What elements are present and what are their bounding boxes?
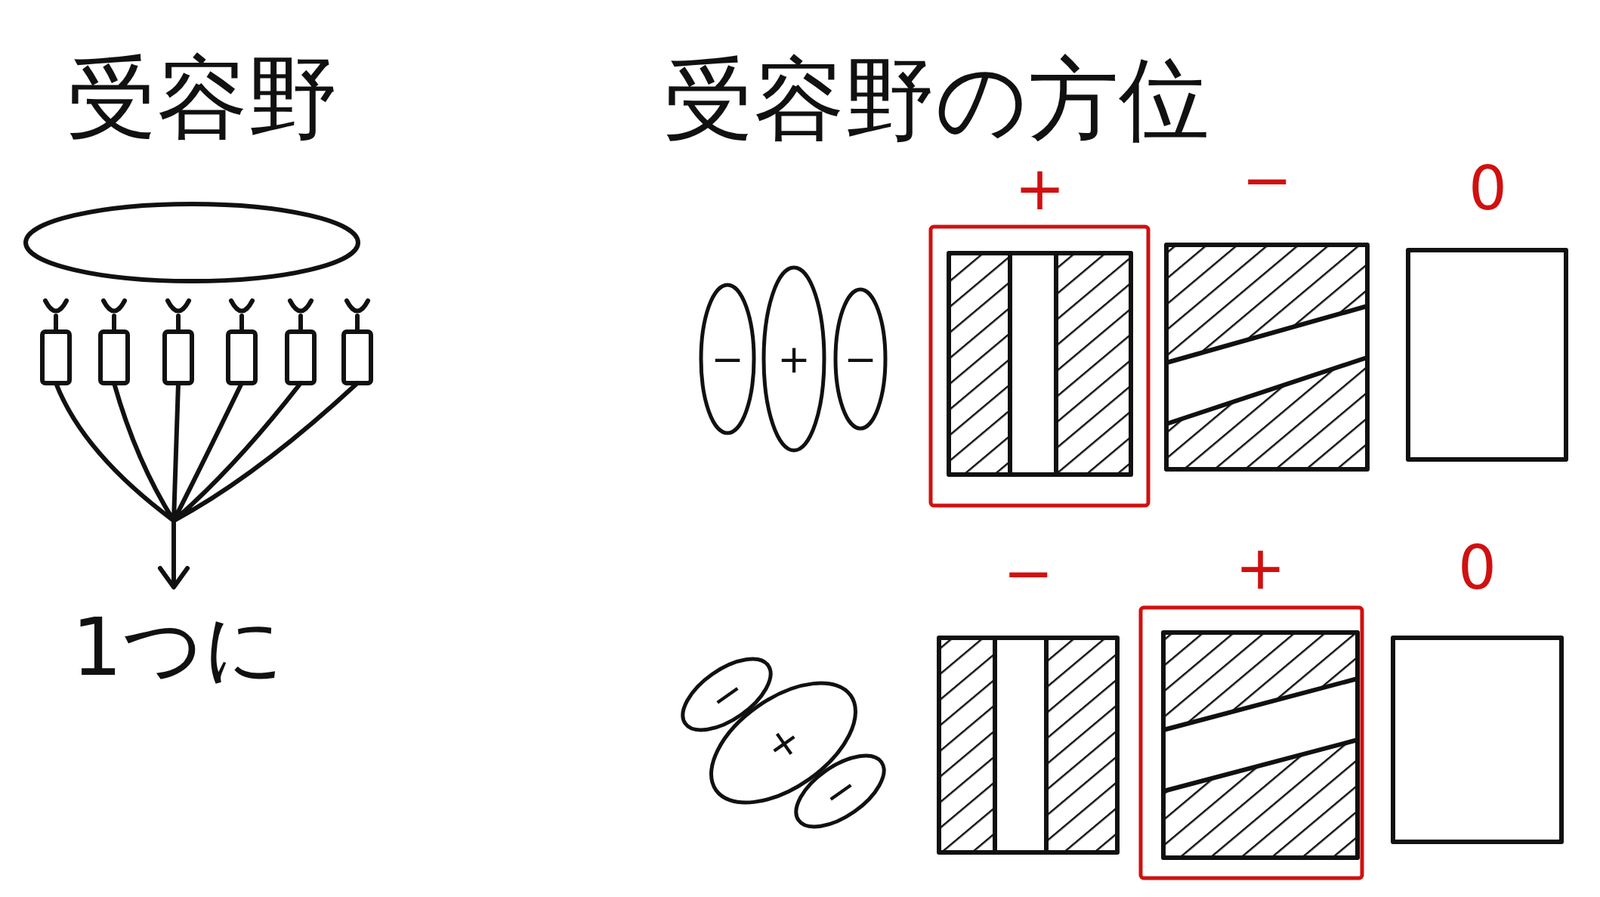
cell-ellipse xyxy=(25,203,359,282)
neuron-convergence xyxy=(25,203,371,587)
blank-box xyxy=(1408,250,1567,460)
receptor-body xyxy=(228,331,256,384)
bar-edge xyxy=(1010,253,1057,475)
response-sign: + xyxy=(948,158,1131,220)
hatch xyxy=(948,253,1011,475)
response-sign: − xyxy=(938,543,1118,604)
bar-edge xyxy=(994,637,1047,853)
bar-edge xyxy=(1163,678,1358,791)
receptive-subfield: − xyxy=(698,282,757,436)
stimulus-box xyxy=(938,637,1118,853)
stimulus-boxes xyxy=(930,226,1567,878)
polarity-sign: + xyxy=(758,716,809,769)
polarity-sign: − xyxy=(710,339,745,379)
hatch xyxy=(1163,632,1358,730)
receptor-body xyxy=(42,331,70,384)
receptor-body xyxy=(287,331,315,384)
hatch xyxy=(1163,739,1358,858)
ellipse-outline xyxy=(835,289,886,429)
converging-fibers xyxy=(55,383,358,521)
stimulus-box xyxy=(1166,244,1368,470)
receptive-subfield: + xyxy=(761,265,827,453)
highlight-frame xyxy=(1140,607,1363,878)
convergence-note: 1つに xyxy=(71,608,285,688)
receptive-subfield: − xyxy=(833,287,888,431)
hatch xyxy=(1046,637,1118,853)
hatch xyxy=(1166,244,1368,363)
receptor-body xyxy=(164,331,192,384)
receptor-cup xyxy=(290,300,312,332)
receptor-cup xyxy=(103,300,125,332)
receptor-cup xyxy=(167,300,189,332)
diagram-title: 受容野 xyxy=(66,52,339,144)
bar-edge xyxy=(1166,305,1368,424)
polarity-sign: − xyxy=(843,339,878,379)
receptor-cup xyxy=(231,300,253,332)
blank-box xyxy=(1393,637,1562,842)
response-sign: + xyxy=(1163,537,1358,599)
polarity-sign: + xyxy=(777,339,811,379)
stimulus-box xyxy=(948,253,1131,475)
response-value: 0 xyxy=(1468,158,1508,220)
stimulus-box xyxy=(1163,632,1358,858)
ellipse-outline xyxy=(690,658,877,827)
highlight-frame xyxy=(930,226,1149,506)
stimulus-pattern: + xyxy=(1163,632,1358,858)
stimulus-pattern: − xyxy=(1166,244,1368,470)
receptor-cup xyxy=(346,300,368,332)
response-sign: − xyxy=(1166,150,1368,211)
stimulus-pattern: + xyxy=(948,253,1131,475)
receptor-body xyxy=(100,331,128,384)
hatch xyxy=(1056,253,1131,475)
response-value: 0 xyxy=(1457,537,1497,599)
hatch xyxy=(938,637,995,853)
receptor-body xyxy=(343,331,371,384)
ellipse-outline xyxy=(784,741,896,841)
stimulus-pattern: − xyxy=(938,637,1118,853)
ellipse-outline xyxy=(701,284,754,433)
receptor-cup xyxy=(45,300,67,332)
section-title: 受容野の方位 xyxy=(663,54,1210,146)
ellipse-outline xyxy=(670,645,783,745)
output-arrow xyxy=(160,520,188,587)
ellipse-outline xyxy=(763,267,825,451)
